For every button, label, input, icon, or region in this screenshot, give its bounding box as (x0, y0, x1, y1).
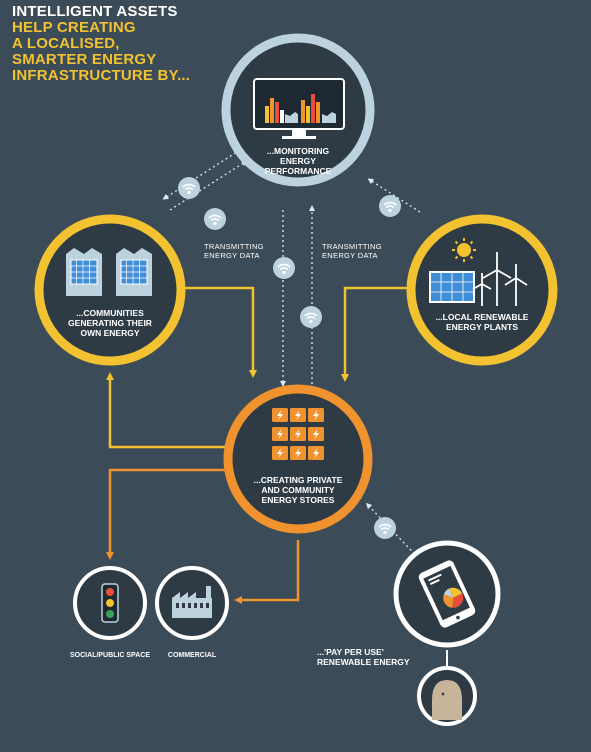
dotted-line-phone-store (365, 502, 426, 566)
title-line-5: INFRASTRUCTURE BY... (12, 67, 191, 84)
factory-icon (172, 586, 212, 618)
communities-label: ...COMMUNITIES GENERATING THEIR OWN ENER… (68, 308, 152, 338)
arrow-plants-to-store (341, 286, 412, 382)
solar-panel-icon (429, 271, 475, 303)
social-space-node (73, 566, 147, 640)
pay-per-use-node (393, 540, 501, 648)
monitoring-label: ...MONITORING ENERGY PERFORMANCE (264, 146, 332, 176)
title-line-2: HELP CREATING (12, 19, 136, 36)
solar-house-icon (66, 248, 102, 296)
arrow-store-to-social (106, 468, 243, 560)
wifi-icon (203, 207, 227, 231)
social-space-label: SOCIAL/PUBLIC SPACE (70, 652, 150, 659)
title-line-1: INTELLIGENT ASSETS (12, 3, 178, 20)
wifi-icon (272, 256, 296, 280)
energy-stores-label: ...CREATING PRIVATE AND COMMUNITY ENERGY… (253, 475, 343, 505)
sun-icon (452, 238, 476, 262)
transmit-label-right: TRANSMITTING ENERGY DATA (322, 242, 382, 260)
communities-node (34, 214, 186, 366)
renewable-plants-label: ...LOCAL RENEWABLE ENERGY PLANTS (435, 312, 529, 332)
transmit-label-left: TRANSMITTING ENERGY DATA (204, 242, 264, 260)
renewable-plants-node (406, 214, 558, 366)
wifi-icon (177, 176, 201, 200)
traffic-light-icon (101, 583, 119, 623)
arrow-store-to-commercial (234, 540, 300, 604)
phone-icon (418, 560, 476, 628)
battery-grid-icon (272, 408, 324, 460)
wifi-icon (378, 194, 402, 218)
dotted-line-monitor-communities (162, 149, 241, 200)
monitoring-node (221, 33, 375, 187)
solar-house-icon (116, 248, 152, 296)
wifi-icon (299, 305, 323, 329)
title-line-3: A LOCALISED, (12, 35, 120, 52)
commercial-label: COMMERCIAL (167, 652, 217, 659)
page-title: INTELLIGENT ASSETS HELP CREATING A LOCAL… (12, 4, 190, 84)
wifi-icon (373, 516, 397, 540)
pay-per-use-label: ...'PAY PER USE' RENEWABLE ENERGY (317, 647, 410, 667)
wind-turbine-icon (472, 252, 528, 306)
person-node (417, 666, 477, 726)
energy-stores-node (223, 384, 373, 534)
monitor-chart-icon (253, 78, 345, 139)
arrow-communities-to-store (185, 286, 257, 378)
title-line-4: SMARTER ENERGY (12, 51, 157, 68)
connectors (106, 149, 448, 668)
arrow-store-to-communities (106, 372, 228, 449)
commercial-node (155, 566, 229, 640)
person-icon (432, 680, 462, 720)
